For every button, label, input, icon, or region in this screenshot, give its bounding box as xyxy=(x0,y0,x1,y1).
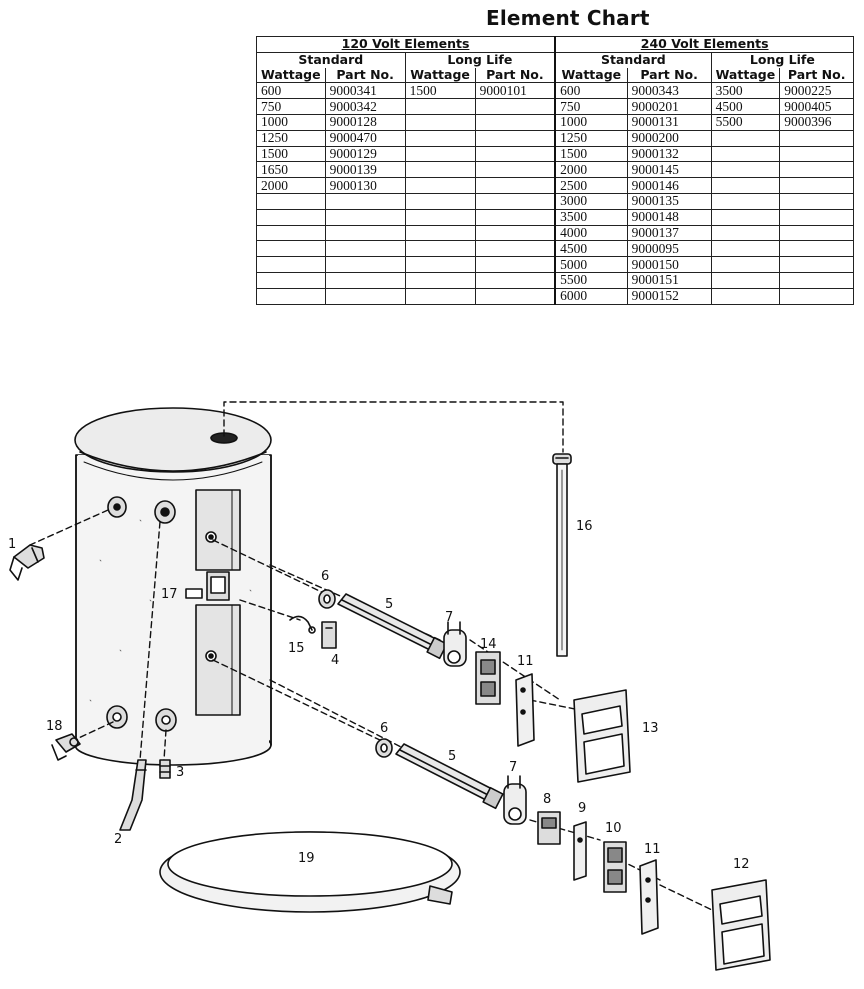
std120-wattage-cell: 1500 xyxy=(256,145,326,163)
col-part-no: Part No. xyxy=(474,67,557,84)
std240-wattage-cell: 5500 xyxy=(554,271,628,289)
relief-valve xyxy=(9,544,45,581)
callout-1: 1 xyxy=(8,537,16,552)
callout-12: 12 xyxy=(733,857,750,872)
callout-16: 16 xyxy=(576,519,593,534)
wire-terminal xyxy=(289,615,316,634)
callout-19: 19 xyxy=(298,851,315,866)
anode-rod xyxy=(552,453,572,657)
callout-11-lower: 11 xyxy=(644,842,661,857)
long240-wattage-cell: 3500 xyxy=(710,82,781,100)
element-chart-title: Element Chart xyxy=(486,6,650,30)
std240-part-no-cell: 9000132 xyxy=(626,145,712,163)
callout-9: 9 xyxy=(578,801,586,816)
standard-120-label: Standard xyxy=(256,51,406,68)
long240-part-no-cell: 9000396 xyxy=(779,113,855,131)
col-wattage: Wattage xyxy=(710,67,781,84)
std240-part-no-cell: 9000137 xyxy=(626,224,712,242)
long-life-120-label: Long Life xyxy=(404,51,557,68)
callout-11-upper: 11 xyxy=(517,654,534,669)
lower-thermostat-unit xyxy=(603,841,627,893)
lower-access-opening xyxy=(195,604,241,716)
lower-insulation-bracket xyxy=(639,859,659,935)
col-wattage: Wattage xyxy=(404,67,476,84)
thermostat-bracket xyxy=(573,821,587,881)
callout-8: 8 xyxy=(543,792,551,807)
std240-part-no-cell: 9000135 xyxy=(626,192,712,210)
dip-tube xyxy=(119,759,147,831)
long120-part-no-cell xyxy=(474,287,557,305)
long240-wattage-cell: 5500 xyxy=(710,113,781,131)
upper-access-cover xyxy=(573,689,631,783)
lower-thermostat xyxy=(537,811,561,845)
upper-element-bracket xyxy=(443,621,467,667)
drain-valve xyxy=(51,733,81,761)
std120-wattage-cell: 1650 xyxy=(256,161,326,179)
col-part-no: Part No. xyxy=(779,67,855,84)
lower-access-cover xyxy=(711,879,771,971)
callout-18: 18 xyxy=(46,719,63,734)
tank-base-ring xyxy=(159,831,461,913)
element-chart-table: 120 Volt Elements 240 Volt Elements Stan… xyxy=(256,36,855,305)
upper-heating-element xyxy=(337,593,448,660)
callout-6-upper: 6 xyxy=(321,569,329,584)
callout-6-lower: 6 xyxy=(380,721,388,736)
long-life-240-label: Long Life xyxy=(710,51,855,68)
long240-part-no-cell xyxy=(779,287,855,305)
callout-5-upper: 5 xyxy=(385,597,393,612)
std240-part-no-cell: 9000152 xyxy=(626,287,712,305)
tank-fittings xyxy=(106,496,177,732)
col-wattage: Wattage xyxy=(256,67,326,84)
lower-element-bracket xyxy=(503,775,527,825)
callout-4: 4 xyxy=(331,653,339,668)
callout-14: 14 xyxy=(480,637,497,652)
lower-heating-element xyxy=(395,743,504,810)
std240-wattage-cell: 6000 xyxy=(554,287,628,305)
std240-part-no-cell: 9000343 xyxy=(626,82,712,100)
callout-5-lower: 5 xyxy=(448,749,456,764)
callout-7-upper: 7 xyxy=(445,610,453,625)
col-part-no: Part No. xyxy=(324,67,406,84)
terminal-block xyxy=(321,621,337,649)
callout-2: 2 xyxy=(114,832,122,847)
std240-wattage-cell: 5000 xyxy=(554,256,628,273)
callout-3: 3 xyxy=(176,765,184,780)
upper-insulation-bracket xyxy=(515,673,535,747)
rating-label-plate xyxy=(185,588,203,599)
heat-trap-nipple xyxy=(159,759,171,779)
callout-numbers: 1 2 3 4 5 5 6 6 7 7 8 9 10 11 11 12 13 1… xyxy=(8,519,750,872)
std120-wattage-cell: 2000 xyxy=(256,177,326,194)
std240-wattage-cell: 1500 xyxy=(554,145,628,163)
callout-17: 17 xyxy=(161,587,178,602)
upper-access-opening xyxy=(195,489,241,601)
upper-thermostat xyxy=(475,651,501,705)
long240-wattage-cell: 4500 xyxy=(710,98,781,115)
callout-7-lower: 7 xyxy=(509,760,517,775)
col-wattage: Wattage xyxy=(554,67,628,84)
callout-10: 10 xyxy=(605,821,622,836)
std240-wattage-cell: 750 xyxy=(554,98,628,115)
standard-240-label: Standard xyxy=(554,51,712,68)
callout-13: 13 xyxy=(642,721,659,736)
col-part-no: Part No. xyxy=(626,67,712,84)
std120-part-no-cell: 9000341 xyxy=(324,82,406,100)
std120-part-no-cell: 9000139 xyxy=(324,161,406,179)
callout-15: 15 xyxy=(288,641,305,656)
